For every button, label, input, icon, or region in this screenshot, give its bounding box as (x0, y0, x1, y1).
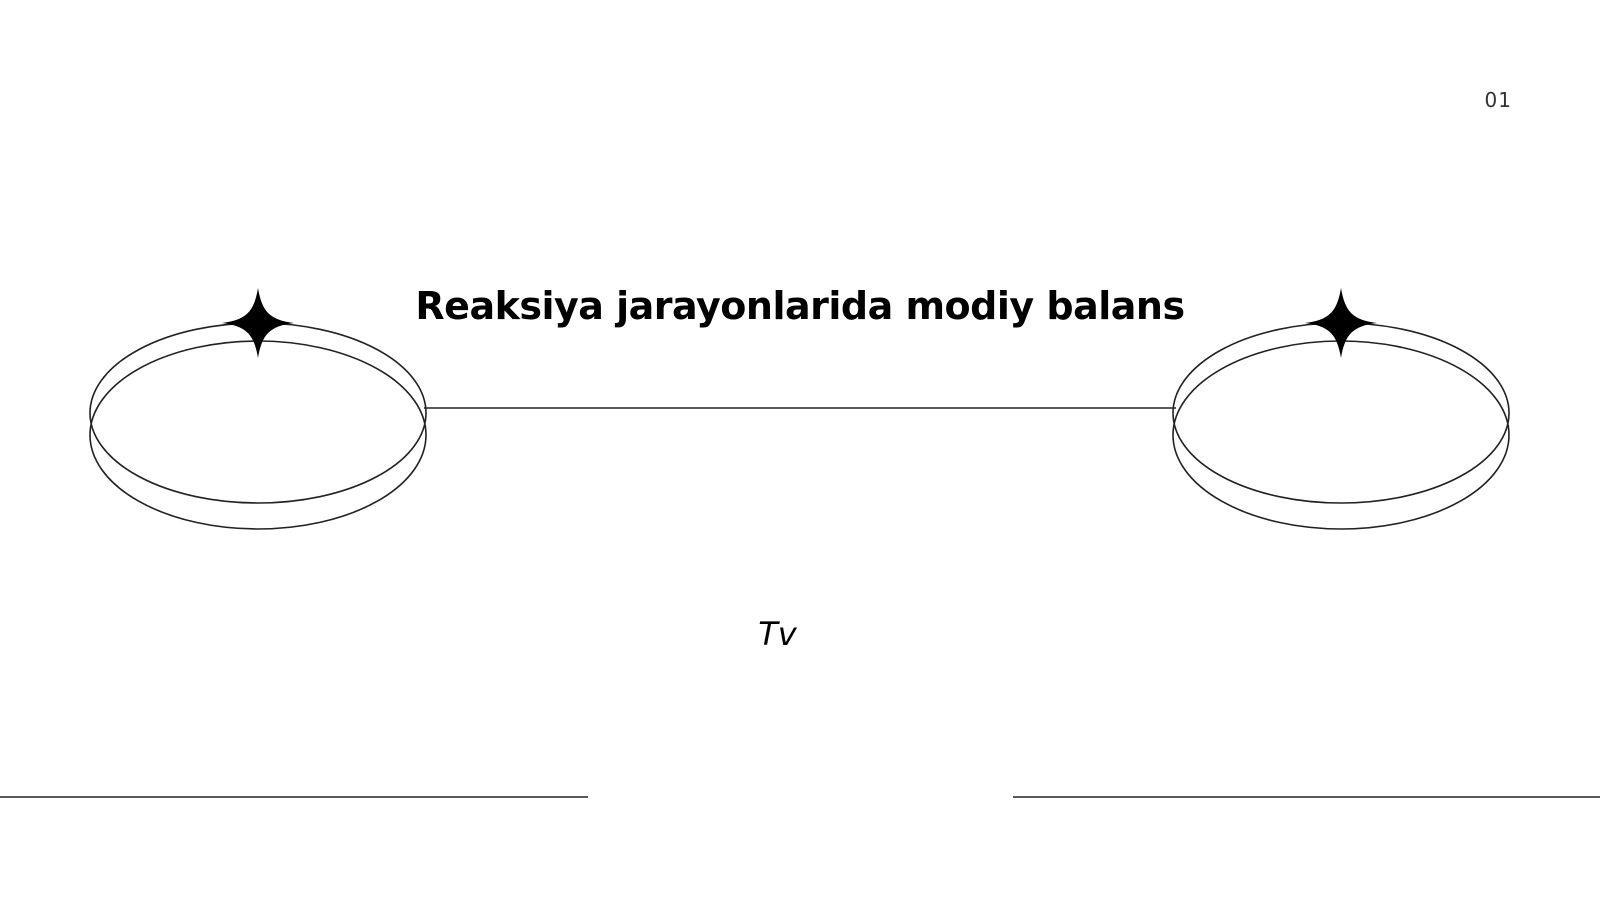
left-star-icon (222, 288, 294, 358)
right-star-icon (1305, 288, 1377, 358)
slide-title: Reaksiya jarayonlarida modiy balans (415, 284, 1185, 328)
page-number: 01 (1484, 88, 1512, 112)
slide-subtitle: Tv (758, 615, 797, 653)
